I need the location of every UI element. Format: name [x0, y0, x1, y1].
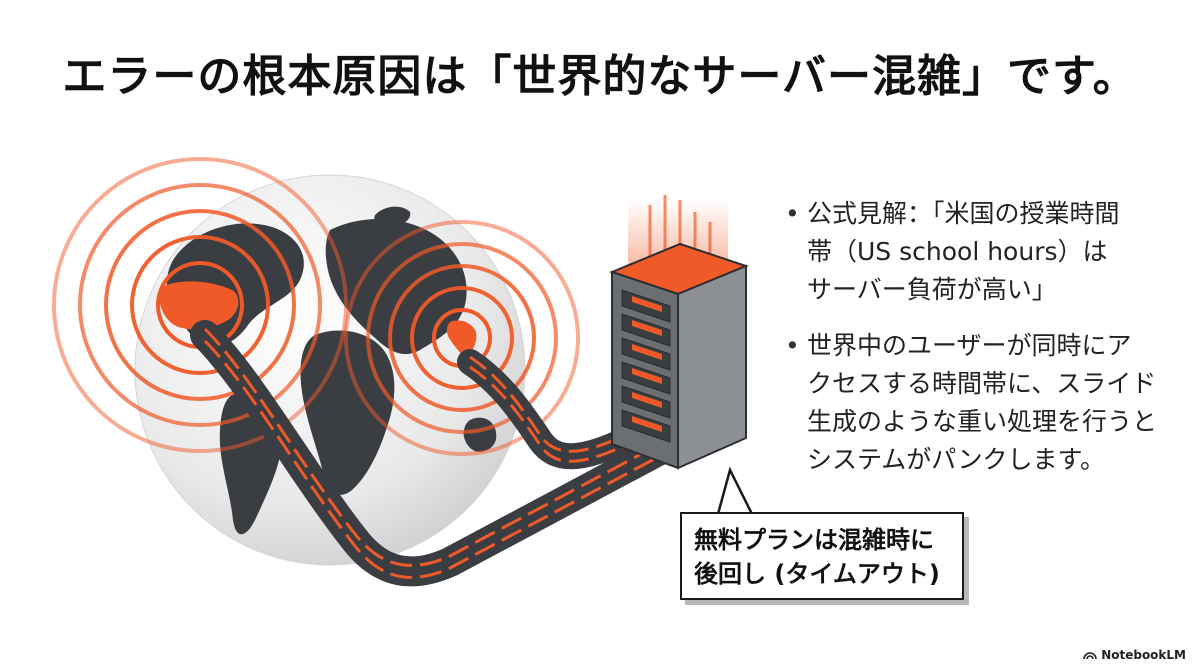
callout-tail [716, 466, 755, 516]
signal-rings-us [52, 157, 348, 453]
callout-box: 無料プランは混雑時に 後回し (タイムアウト) [680, 512, 964, 600]
server-rack-icon [609, 195, 749, 470]
bullet-line: システムがパンクします。 [807, 445, 1106, 474]
bullet-item-global-users: 世界中のユーザーが同時にア クセスする時間帯に、スライド 生成のような重い処理を… [785, 327, 1185, 479]
bullet-line: 世界中のユーザーが同時にア [807, 331, 1132, 360]
bullet-line: サーバー負荷が高い」 [807, 275, 1057, 304]
bullet-list: 公式見解：「米国の授業時間 帯（US school hours）は サーバー負荷… [785, 195, 1185, 497]
brand-badge: NotebookLM [1083, 648, 1186, 662]
bullet-line: 公式見解：「米国の授業時間 [807, 199, 1120, 228]
bullet-item-official-view: 公式見解：「米国の授業時間 帯（US school hours）は サーバー負荷… [785, 195, 1185, 309]
brand-label: NotebookLM [1101, 648, 1186, 662]
slide-title: エラーの根本原因は「世界的なサーバー混雑」です。 [62, 51, 1138, 102]
notebooklm-logo-icon [1083, 652, 1097, 660]
bullet-line: 帯（US school hours）は [807, 237, 1108, 266]
callout-line: 後回し (タイムアウト) [694, 560, 940, 588]
callout-line: 無料プランは混雑時に [694, 526, 934, 554]
bullet-line: クセスする時間帯に、スライド [807, 369, 1157, 398]
bullet-line: 生成のような重い処理を行うと [807, 407, 1158, 436]
